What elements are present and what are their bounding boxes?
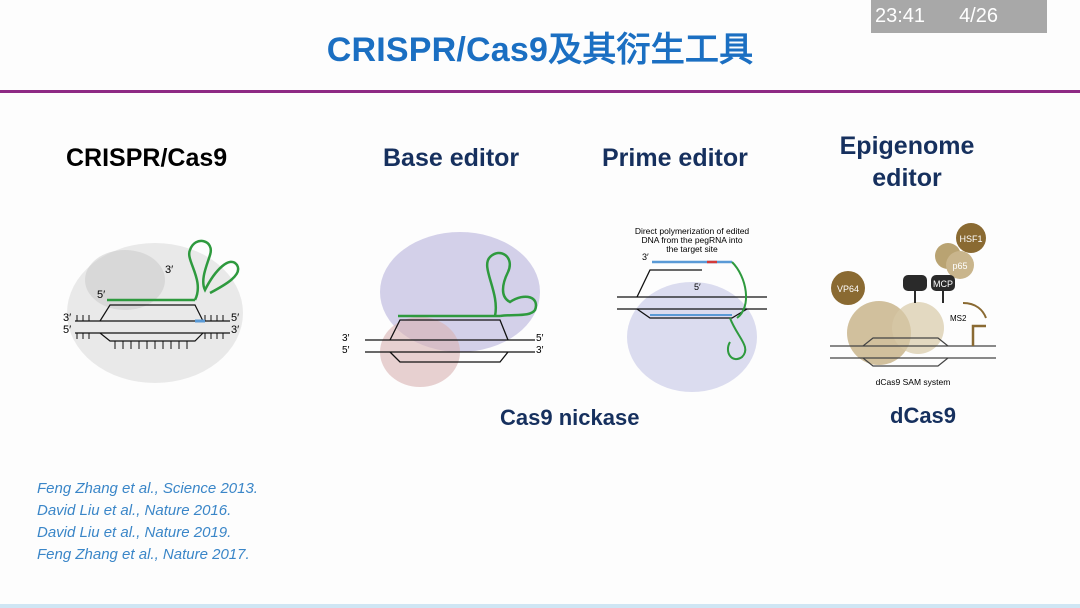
bottom-divider [0, 604, 1080, 608]
slide-title: CRISPR/Cas9及其衍生工具 [326, 31, 754, 69]
end-label: 3′ [536, 345, 544, 356]
label-dcas9: dCas9 [890, 403, 957, 428]
clock: 23:41 [875, 5, 926, 27]
presentation-status-bar: 23:41 4/26 [871, 0, 1047, 33]
end-label: 3′ [165, 264, 173, 276]
end-label: 3′ [342, 333, 350, 344]
prime-caption-line: the target site [666, 244, 718, 254]
label-crispr-cas9: CRISPR/Cas9 [66, 144, 228, 172]
end-label: 5′ [536, 333, 544, 344]
end-label: 5′ [694, 282, 701, 292]
reference-item: Feng Zhang et al., Science 2013. [37, 480, 258, 497]
tss-arrow [971, 324, 986, 346]
label-base-editor: Base editor [383, 144, 520, 172]
mcp-protein [931, 275, 955, 291]
reference-item: Feng Zhang et al., Nature 2017. [37, 546, 250, 563]
reference-item: David Liu et al., Nature 2019. [37, 524, 232, 541]
label-epigenome-editor: Epigenome editor [832, 130, 982, 194]
references: Feng Zhang et al., Science 2013. David L… [37, 478, 258, 566]
label-epigenome-line1: Epigenome [839, 132, 975, 160]
page-counter: 4/26 [959, 5, 998, 27]
mcp-label: MCP [933, 279, 953, 289]
p65-label: p65 [952, 261, 967, 271]
p65-domain [946, 251, 974, 279]
end-label: 3′ [63, 312, 71, 324]
label-prime-editor: Prime editor [602, 144, 748, 172]
end-label: 3′ [231, 324, 239, 336]
dna-rungs [76, 315, 224, 339]
crispr-cas9-diagram: 3′ 5′ 3′ 5′ 5′ 3′ [63, 239, 243, 383]
vp64-domain [831, 271, 865, 305]
mcp-linkers [914, 291, 944, 303]
transcription-arrow [962, 302, 987, 319]
end-label: 5′ [342, 345, 350, 356]
vp64-label: VP64 [837, 284, 859, 294]
end-label: 5′ [97, 289, 105, 301]
prime-caption-line: Direct polymerization of edited [635, 226, 750, 236]
title-divider [0, 90, 1080, 93]
base-editor-diagram: 3′ 5′ 5′ 3′ [342, 232, 544, 387]
epigenome-editor-diagram: VP64 HSF1 p65 MCP MS2 dCas9 SAM system [830, 223, 996, 387]
sam-system-label: dCas9 SAM system [876, 377, 951, 387]
mcp-protein [903, 275, 927, 291]
label-epigenome-line2: editor [872, 164, 942, 192]
prime-caption-line: DNA from the pegRNA into [641, 235, 742, 245]
end-label: 3′ [642, 252, 649, 262]
end-label: 5′ [231, 312, 239, 324]
prime-editor-protein [627, 282, 757, 392]
label-cas9-nickase: Cas9 nickase [500, 405, 640, 430]
hsf1-domain [956, 223, 986, 253]
cas9-lobe [85, 250, 165, 310]
guide-rna-loops [485, 251, 538, 318]
end-label: 5′ [63, 324, 71, 336]
guide-rna-loops [187, 239, 240, 301]
ms2-label: MS2 [950, 314, 967, 323]
hsf1-label: HSF1 [959, 234, 982, 244]
pegrna-scaffold [726, 261, 748, 361]
prime-editor-diagram: Direct polymerization of edited DNA from… [617, 226, 767, 392]
reference-item: David Liu et al., Nature 2016. [37, 502, 232, 519]
dcas9-lobe [892, 302, 944, 354]
